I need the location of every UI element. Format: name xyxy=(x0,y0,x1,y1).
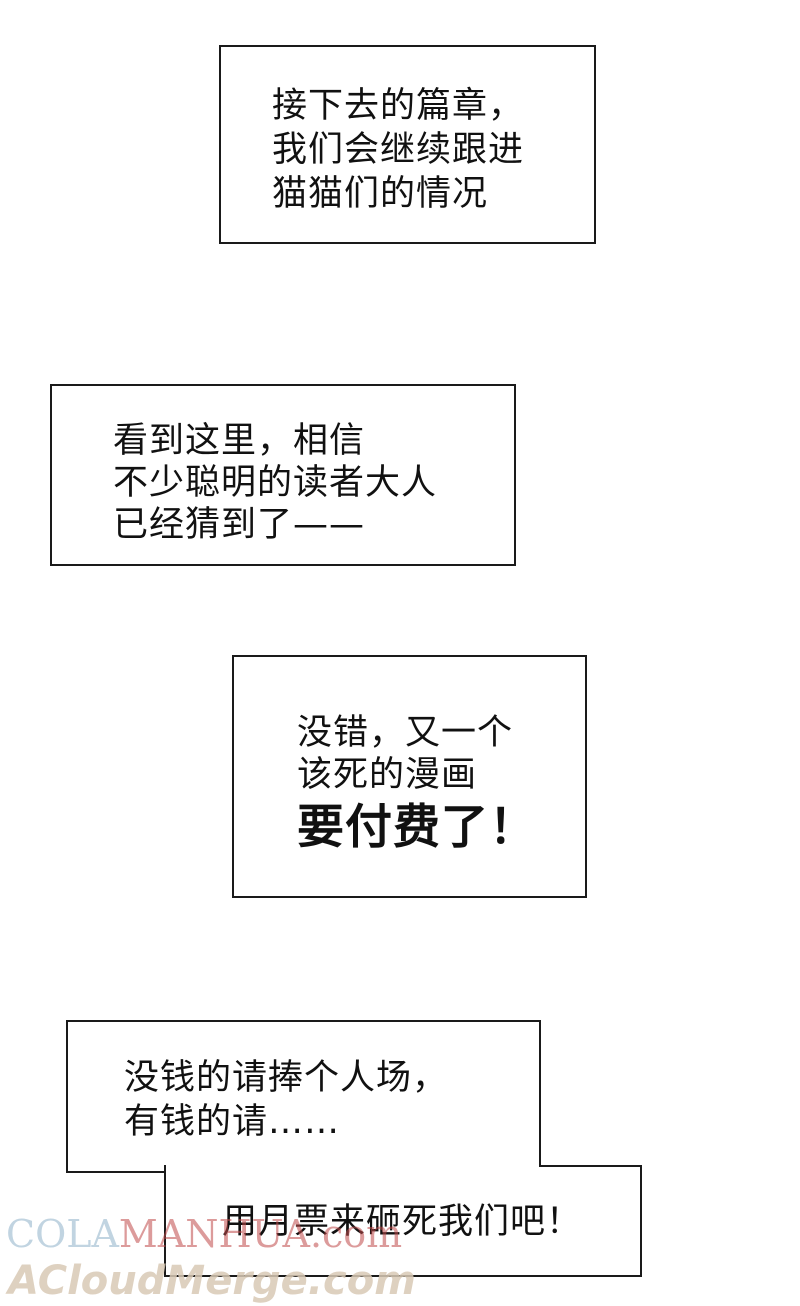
caption-line: 接下去的篇章， xyxy=(272,86,525,126)
watermark-colamanhua: COLAMANHUA.com xyxy=(6,1212,402,1256)
caption-text-5: 用月票来砸死我们吧！ xyxy=(222,1200,582,1244)
caption-text-3: 没错，又一个 该死的漫画 要付费了！ xyxy=(297,712,537,860)
watermark-part: COLA xyxy=(6,1212,119,1256)
caption-box-4-step-edge xyxy=(164,1171,166,1181)
caption-text-4: 没钱的请捧个人场， 有钱的请…… xyxy=(124,1056,448,1144)
caption-box-3 xyxy=(232,655,587,898)
caption-emphasis-line: 要付费了！ xyxy=(297,800,537,855)
caption-line: 该死的漫画 xyxy=(297,755,478,795)
caption-line: 已经猜到了—— xyxy=(113,505,366,545)
caption-box-4-step-edge xyxy=(66,1171,166,1173)
caption-box-4-upper xyxy=(66,1020,541,1173)
caption-text-1: 接下去的篇章， 我们会继续跟进 猫猫们的情况 xyxy=(272,84,524,216)
caption-box-2 xyxy=(50,384,516,566)
caption-line: 看到这里，相信 xyxy=(113,421,366,461)
caption-line: 用月票来砸死我们吧！ xyxy=(222,1202,583,1242)
watermark-part: MANHUA.com xyxy=(118,1212,403,1256)
caption-line: 猫猫们的情况 xyxy=(272,174,489,214)
caption-box-4-lower xyxy=(164,1165,642,1277)
caption-line: 没钱的请捧个人场， xyxy=(124,1058,449,1098)
caption-text-2: 看到这里，相信 不少聪明的读者大人 已经猜到了—— xyxy=(113,420,437,546)
caption-line: 不少聪明的读者大人 xyxy=(113,463,438,503)
caption-line: 有钱的请…… xyxy=(124,1102,341,1142)
caption-line: 没错，又一个 xyxy=(297,713,514,753)
watermark-acloudmerge: ACloudMerge.com xyxy=(8,1258,416,1304)
caption-line: 我们会继续跟进 xyxy=(272,130,525,170)
caption-box-4-step-edge xyxy=(539,1165,642,1167)
caption-box-1 xyxy=(219,45,596,244)
